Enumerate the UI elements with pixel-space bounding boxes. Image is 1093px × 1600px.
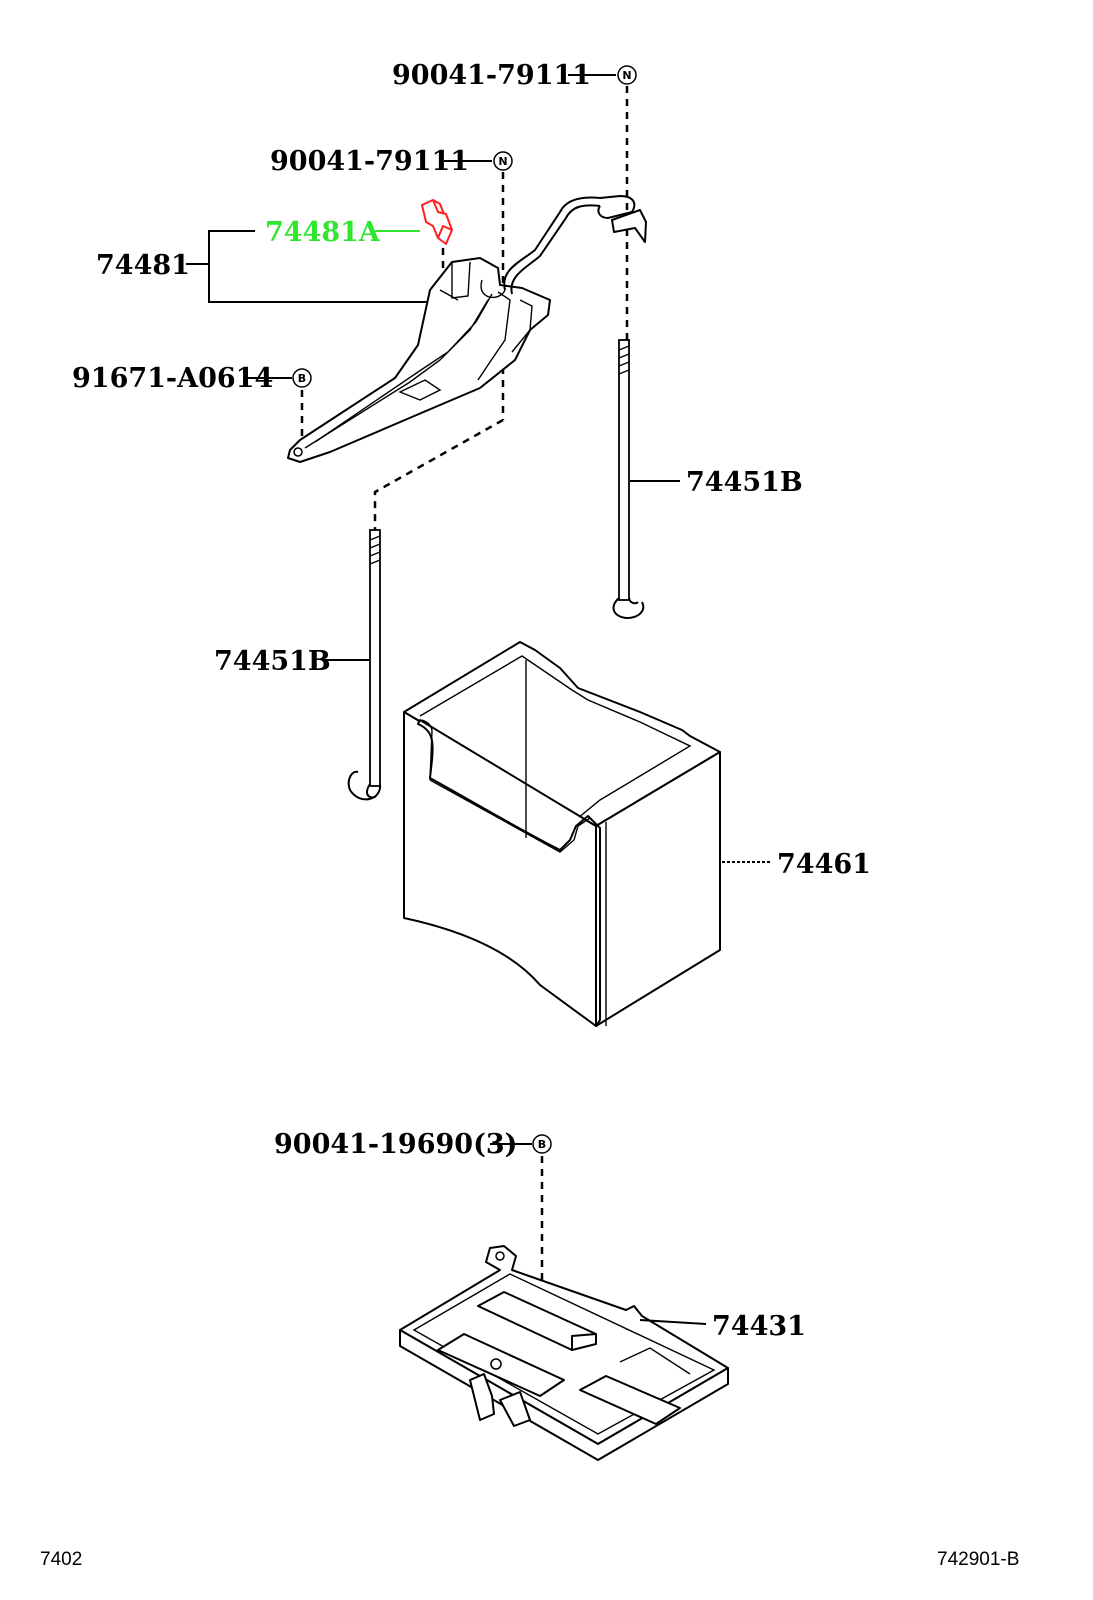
- rod-right: [612, 339, 645, 620]
- label-74481[interactable]: 74481: [96, 250, 190, 281]
- nut-marker-icon: [493, 151, 513, 171]
- rod-left-callout: 74451B: [214, 646, 370, 677]
- hook-rod-upper: [503, 194, 647, 295]
- svg-text:B: B: [538, 1138, 546, 1151]
- clamp-callout: 74481A 74481: [96, 217, 430, 303]
- nut-marker-icon: [617, 65, 637, 85]
- battery-tray: [399, 1245, 729, 1461]
- svg-text:B: B: [298, 372, 306, 385]
- rod-right-callout: 74451B: [630, 467, 803, 498]
- bolt-marker-icon: [532, 1134, 552, 1154]
- clamp-bracket: [287, 257, 551, 463]
- rod-left: [347, 529, 382, 801]
- label-74451B-right[interactable]: 74451B: [686, 467, 803, 498]
- label-74461[interactable]: 74461: [777, 849, 871, 880]
- label-90041-79111-upper-right[interactable]: 90041-79111: [392, 60, 591, 91]
- label-74481A[interactable]: 74481A: [265, 217, 381, 248]
- label-90041-19690[interactable]: 90041-19690(3): [274, 1129, 517, 1160]
- battery-box-callout: 74461: [722, 849, 871, 880]
- nut-callout-upper-left: 90041-79111 N: [270, 146, 513, 530]
- battery-box: [403, 641, 721, 1027]
- label-74431[interactable]: 74431: [712, 1311, 806, 1342]
- bolt-callout-tray: 90041-19690(3) B: [274, 1129, 552, 1420]
- bolt-marker-icon: [292, 368, 312, 388]
- label-74451B-left[interactable]: 74451B: [214, 646, 331, 677]
- svg-text:N: N: [498, 155, 507, 168]
- footer-right-code: 742901-B: [937, 1549, 1019, 1570]
- svg-text:N: N: [622, 69, 631, 82]
- tray-callout: 74431: [639, 1311, 806, 1342]
- bolt-callout-clamp: 91671-A0614 B: [72, 363, 312, 440]
- clip-part-74481A[interactable]: [421, 199, 453, 245]
- nut-callout-upper-right: 90041-79111 N: [392, 60, 637, 340]
- label-90041-79111-upper-left[interactable]: 90041-79111: [270, 146, 469, 177]
- label-91671-A0614[interactable]: 91671-A0614: [72, 363, 273, 394]
- footer-left-code: 7402: [40, 1549, 82, 1570]
